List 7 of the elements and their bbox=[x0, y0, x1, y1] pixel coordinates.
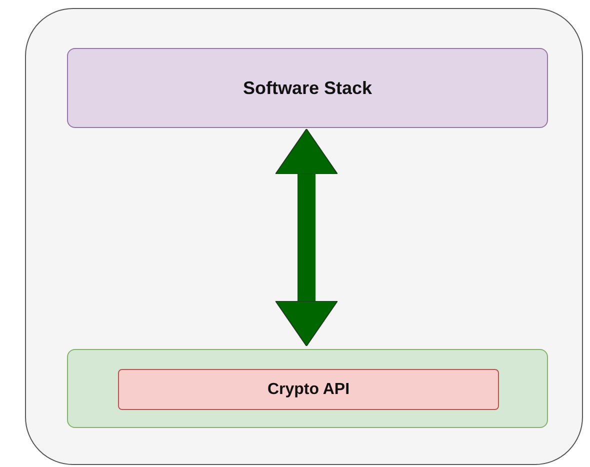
component-box bbox=[118, 369, 499, 410]
layer-box bbox=[67, 48, 548, 128]
box-label: Crypto API bbox=[267, 380, 350, 398]
layer-box bbox=[67, 349, 548, 428]
box-label: Software Stack bbox=[242, 78, 372, 98]
container-box bbox=[25, 8, 583, 465]
double-arrow bbox=[275, 128, 338, 346]
